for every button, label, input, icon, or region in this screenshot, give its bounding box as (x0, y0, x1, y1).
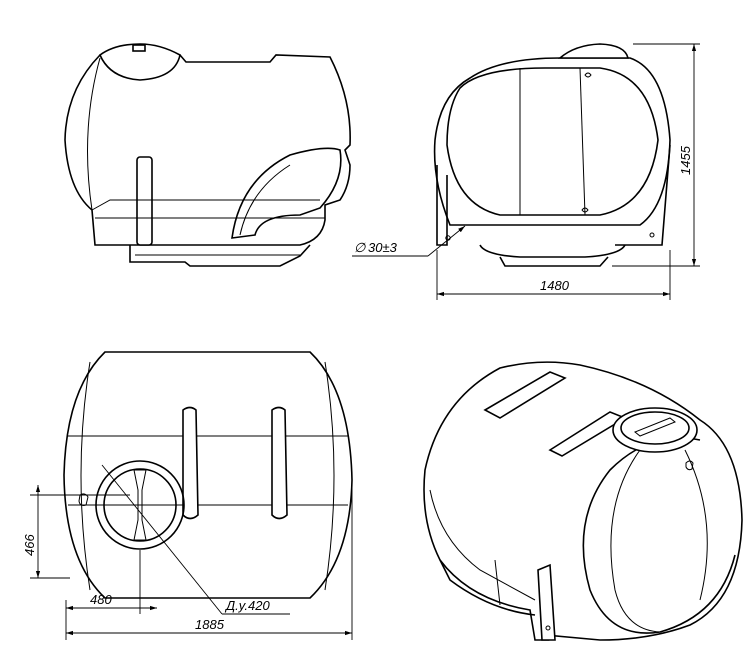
height-label: 1455 (678, 145, 693, 175)
length-label: 1885 (195, 617, 225, 632)
end-view (433, 43, 671, 267)
dimension-height: 1455 (612, 43, 700, 267)
dimension-length: 1885 (66, 480, 353, 640)
dimension-neck-x: 480 (65, 550, 157, 640)
dimension-drain-hole: ∅ 30±3 (352, 225, 466, 257)
neck-label: Д.у.420 (224, 598, 270, 613)
dimension-neck-y: 466 (22, 485, 130, 579)
drain-hole-label: 30±3 (368, 240, 398, 255)
drain-diameter-symbol: ∅ (354, 240, 366, 255)
top-view (63, 351, 353, 599)
leader-neck: Д.у.420 (101, 464, 290, 615)
dimension-end-width: 1480 (436, 250, 671, 300)
neck-offset-x-label: 480 (90, 592, 112, 607)
neck-offset-y-label: 466 (22, 534, 37, 556)
isometric-view (423, 361, 743, 641)
side-view (64, 43, 351, 267)
end-width-label: 1480 (540, 278, 570, 293)
